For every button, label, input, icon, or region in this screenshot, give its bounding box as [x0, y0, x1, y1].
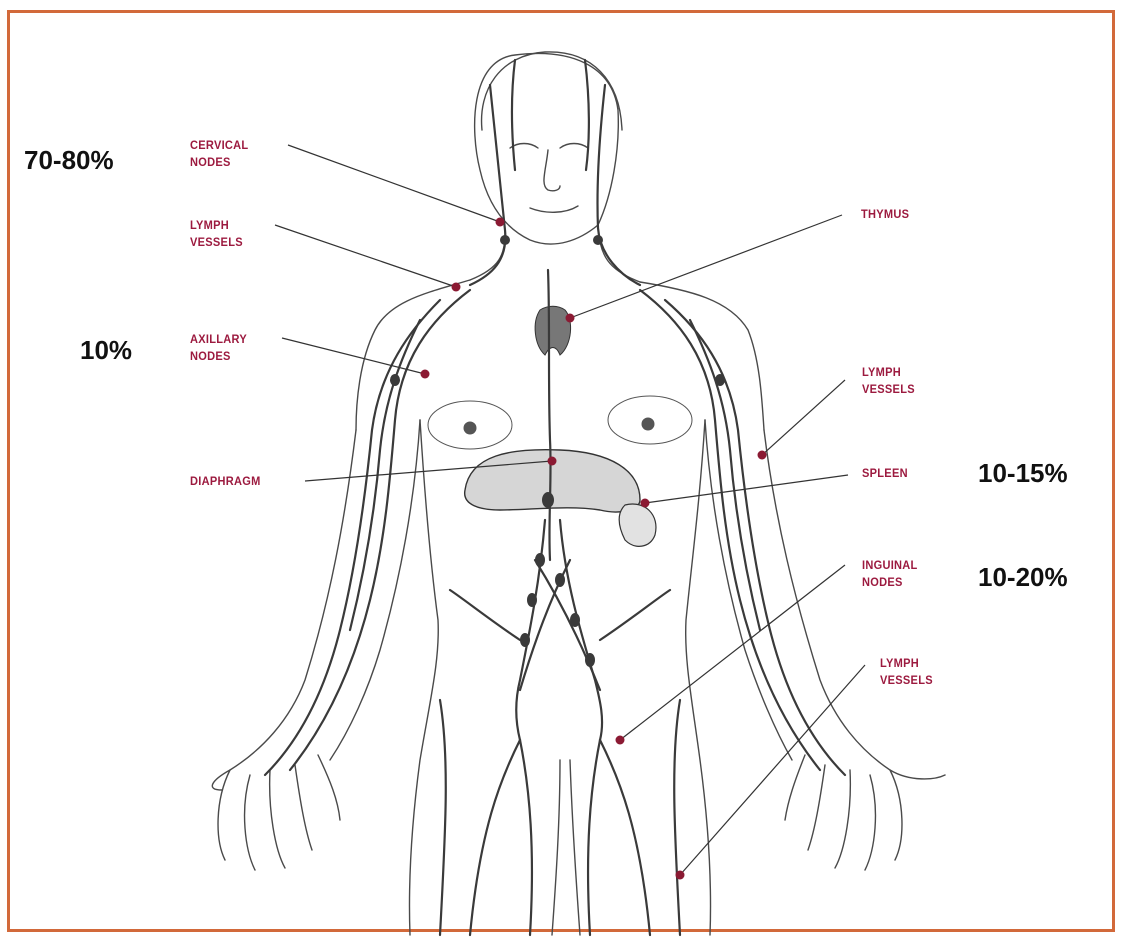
leader-lymph-arm: [762, 380, 845, 455]
thymus-shape: [535, 306, 570, 355]
label-lymph-vessels-arm: LYMPH VESSELS: [862, 364, 915, 398]
marker-diaphragm: [548, 457, 557, 466]
label-lymph-vessels-leg: LYMPH VESSELS: [880, 655, 933, 689]
label-diaphragm: DIAPHRAGM: [190, 473, 261, 490]
label-spleen: SPLEEN: [862, 465, 908, 482]
leader-cervical: [288, 145, 500, 222]
leader-lymph-neck: [275, 225, 456, 287]
label-lymph-vessels-neck: LYMPH VESSELS: [190, 217, 243, 251]
marker-lymph-leg: [676, 871, 685, 880]
percentage-inguinal: 10-20%: [978, 562, 1068, 592]
eye-right: [560, 144, 588, 149]
marker-lymph-neck: [452, 283, 461, 292]
label-thymus: THYMUS: [861, 206, 909, 223]
percentage-axillary: 10%: [80, 335, 132, 365]
label-cervical-nodes: CERVICAL NODES: [190, 137, 248, 171]
marker-inguinal: [616, 736, 625, 745]
hand-left: [218, 755, 340, 870]
label-inguinal-nodes: INGUINAL NODES: [862, 557, 918, 591]
marker-axillary: [421, 370, 430, 379]
percentage-cervical: 70-80%: [24, 145, 114, 175]
label-axillary-nodes: AXILLARY NODES: [190, 331, 247, 365]
marker-cervical: [496, 218, 505, 227]
spleen-shape: [619, 504, 656, 546]
marker-lymph-arm: [758, 451, 767, 460]
marker-thymus: [566, 314, 575, 323]
percentage-spleen: 10-15%: [978, 458, 1068, 488]
mouth: [530, 206, 578, 212]
nose: [544, 150, 560, 191]
leader-lymph-leg: [680, 665, 865, 875]
leader-thymus: [570, 215, 842, 318]
marker-spleen: [641, 499, 650, 508]
breast-outlines: [428, 396, 692, 449]
